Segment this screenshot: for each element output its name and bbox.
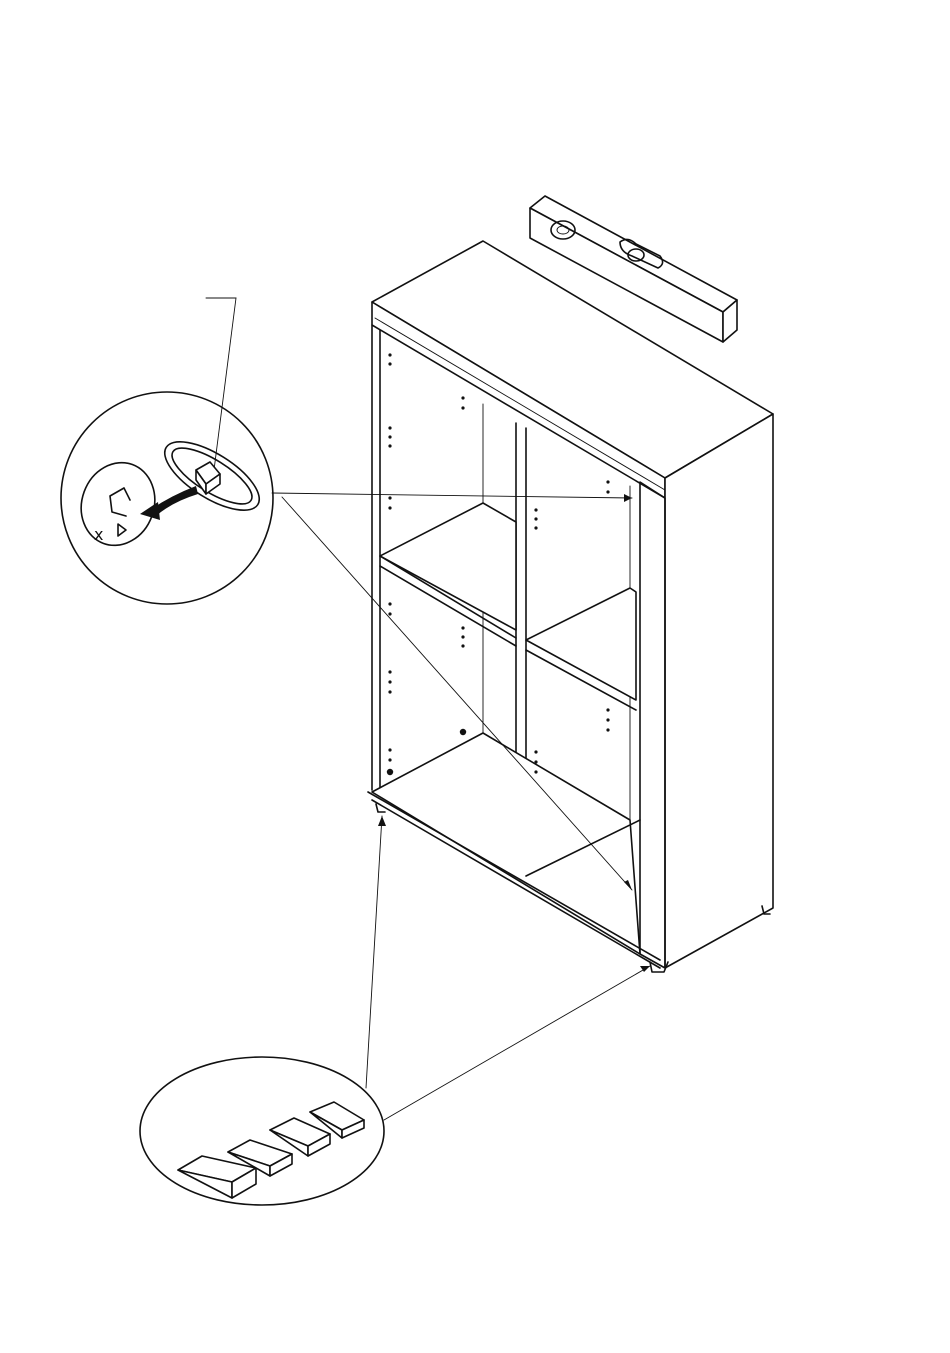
pin-symbol-x: x [94, 525, 103, 544]
shelf-pin-callout: x [61, 392, 273, 604]
leveling-wedges-icon [178, 1102, 364, 1198]
leveling-wedges-callout [140, 1057, 384, 1205]
right-middle-shelf [526, 588, 636, 700]
shelf-unit [368, 241, 773, 972]
bottom-panel [372, 733, 640, 954]
right-side-panel [665, 414, 773, 968]
left-middle-shelf [380, 503, 516, 630]
